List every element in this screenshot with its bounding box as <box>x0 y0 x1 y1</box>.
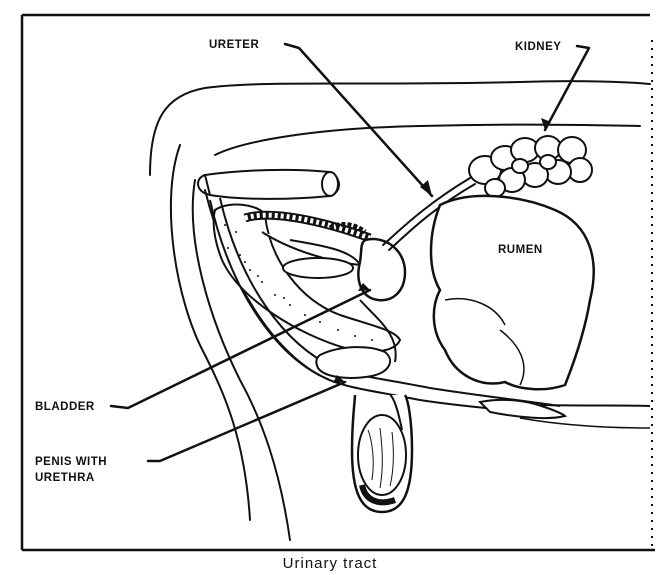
penis-label-line2: URETHRA <box>35 472 95 484</box>
bladder-leader <box>111 290 370 408</box>
penis-label-line1: PENIS WITH <box>35 456 107 468</box>
ureter-label: URETER <box>209 39 259 51</box>
rumen <box>431 196 594 389</box>
scrotum <box>352 395 412 512</box>
bladder-label: BLADDER <box>35 401 95 413</box>
kidney-label: KIDNEY <box>515 41 561 53</box>
rumen-label: RUMEN <box>498 244 543 256</box>
rectum <box>198 170 339 199</box>
ureter-arrowhead <box>420 180 432 196</box>
kidney <box>469 136 592 197</box>
kidney-leader <box>545 46 589 130</box>
figure-caption: Urinary tract <box>283 555 378 572</box>
